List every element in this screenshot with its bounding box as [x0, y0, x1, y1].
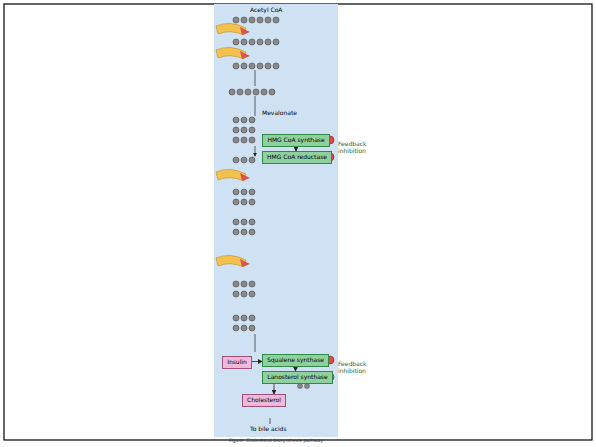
molecule-box: Cholesterol [242, 394, 286, 407]
regulation-label: Feedback inhibition [338, 141, 396, 155]
node-text: Squalene synthase [267, 357, 324, 364]
enzyme-box: Lanosterol synthase [262, 371, 333, 384]
figure-caption: Figure: Cholesterol biosynthesis pathway [214, 438, 338, 443]
pathway-arrow [274, 384, 275, 394]
molecule-box: Insulin [222, 356, 252, 369]
metabolite-label: To bile acids [250, 426, 287, 433]
node-text: Cholesterol [247, 397, 281, 404]
node-text: Insulin [227, 359, 247, 366]
metabolite-label: Acetyl CoA [250, 7, 282, 14]
node-text: HMG CoA reductase [267, 154, 327, 161]
regulation-label: Feedback inhibition [338, 361, 396, 375]
enzyme-box: HMG CoA synthase [262, 134, 330, 147]
pathway-arrow [252, 361, 262, 362]
enzyme-box: Squalene synthase [262, 354, 329, 367]
node-text: HMG CoA synthase [267, 137, 325, 144]
node-text: Lanosterol synthase [267, 374, 328, 381]
enzyme-box: HMG CoA reductase [262, 151, 332, 164]
metabolite-label: Mevalonate [262, 110, 297, 117]
